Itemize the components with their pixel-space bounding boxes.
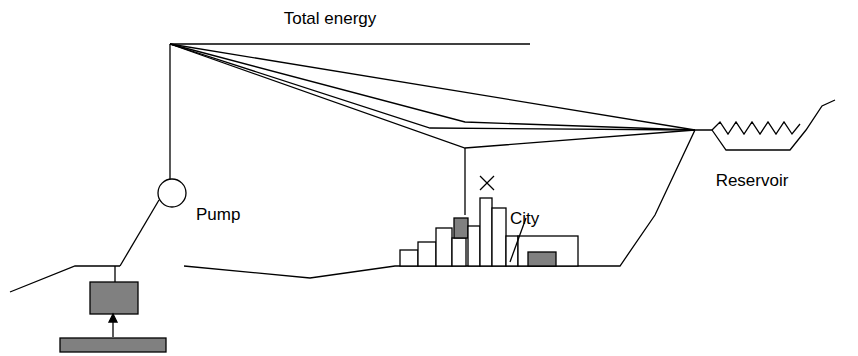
- energy-gradient: [170, 44, 695, 130]
- pump-symbol: [158, 179, 186, 207]
- part-label: Pump: [194, 206, 242, 225]
- energy-gradient: [170, 44, 695, 130]
- reservoir-basin: [712, 100, 835, 150]
- arrowhead: [109, 314, 117, 322]
- pipe: [120, 200, 159, 266]
- water-surface: [712, 122, 800, 134]
- cross-mark: [480, 176, 494, 190]
- ground-line: [184, 130, 712, 278]
- city-pressure-line: [464, 148, 465, 215]
- tank: [90, 282, 138, 314]
- energy-gradient: [170, 44, 695, 148]
- pump-head-line: [169, 44, 170, 180]
- cross-mark: [480, 176, 494, 190]
- source: [60, 338, 166, 352]
- pipe: [114, 266, 115, 282]
- energy-label: Total energy: [282, 10, 379, 29]
- energy-gradient: [170, 44, 695, 130]
- city-buildings: [400, 198, 578, 266]
- total-energy-line: [170, 43, 530, 44]
- part-label: City: [508, 210, 541, 229]
- part-label: Reservoir: [714, 172, 791, 191]
